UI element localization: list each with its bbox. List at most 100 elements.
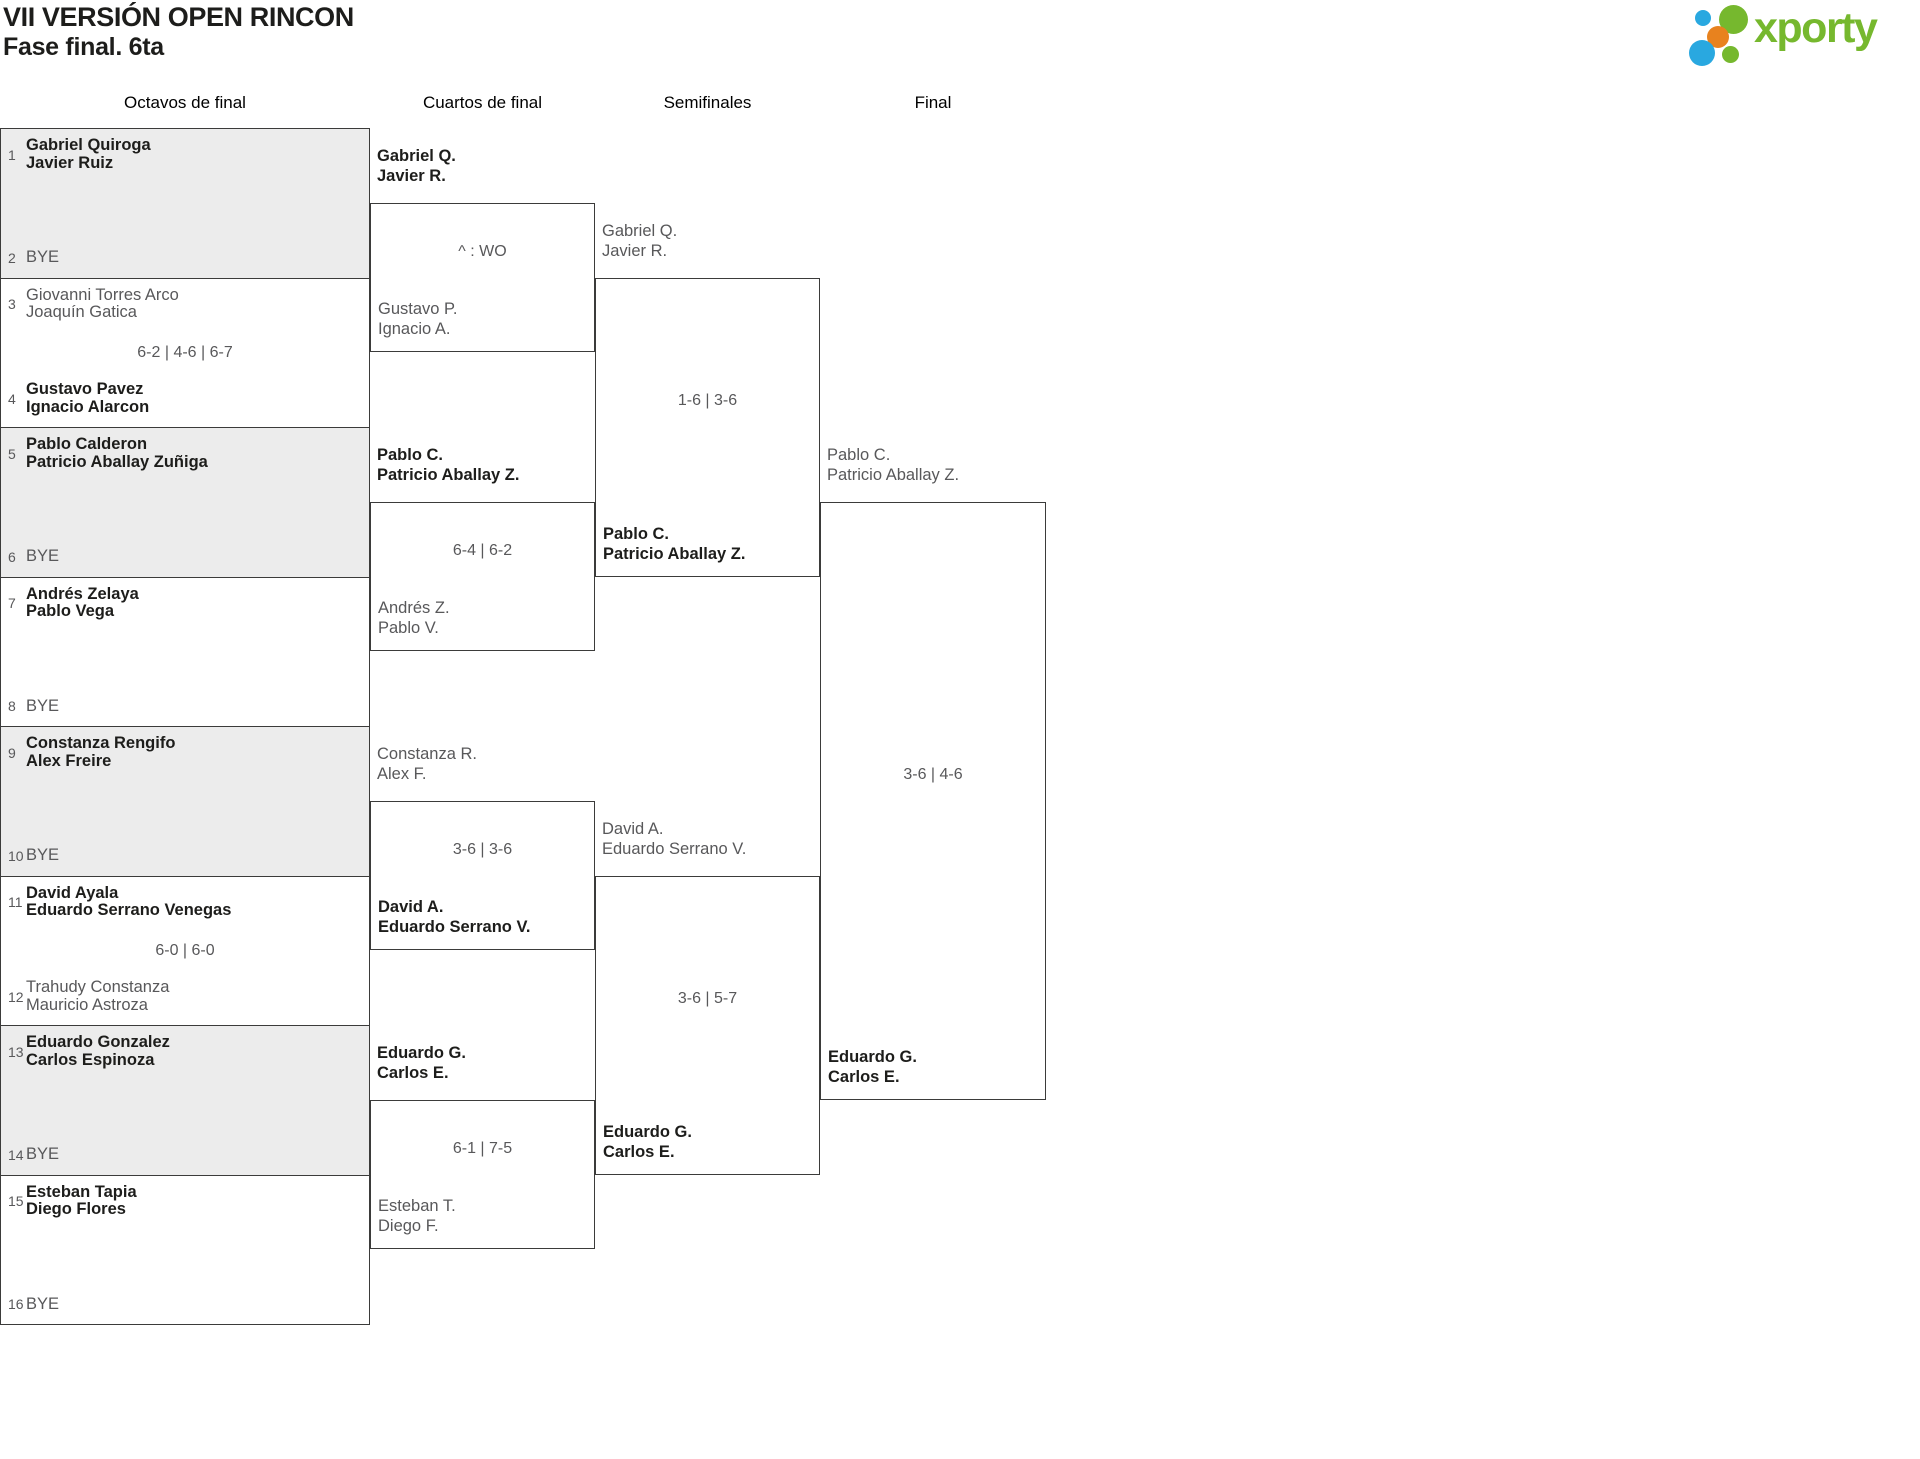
seed-number: 7 — [8, 595, 16, 611]
team: Eduardo G.Carlos E. — [828, 1047, 1045, 1087]
team-name: BYE — [26, 1294, 60, 1313]
team-name: Mauricio Astroza — [26, 995, 148, 1014]
team-name: David Ayala — [26, 883, 119, 902]
logo-dot-icon — [1707, 26, 1729, 48]
team: BYE — [26, 846, 60, 865]
team-name: BYE — [26, 696, 60, 715]
seed-number: 12 — [8, 988, 24, 1005]
team-name: Pablo Vega — [26, 602, 115, 620]
score-area: 3-6 | 4-6 — [821, 503, 1045, 1047]
team: Pablo C.Patricio Aballay Z. — [603, 524, 819, 564]
match-score: 3-6 | 5-7 — [677, 990, 738, 1007]
logo-dot-icon — [1722, 46, 1739, 63]
team-name: Alex F. — [377, 764, 427, 783]
team-name: David A. — [378, 898, 444, 917]
team-name: Javier R. — [377, 166, 446, 185]
team-name: Eduardo G. — [603, 1122, 692, 1141]
team-name: David A. — [602, 819, 664, 838]
score-area: 3-6 | 3-6 — [371, 802, 594, 898]
score-area: 3-6 | 5-7 — [596, 877, 819, 1122]
team-name: Eduardo Serrano V. — [378, 918, 531, 937]
cuartos-match-1: ^ : WO Gustavo P.Ignacio A. — [370, 202, 595, 353]
team-name: Pablo C. — [603, 524, 670, 543]
team-name: Carlos E. — [603, 1142, 675, 1161]
seed-number: 11 — [8, 894, 23, 910]
team-name: Diego F. — [378, 1217, 439, 1236]
team: BYE — [26, 547, 60, 566]
logo-dot-icon — [1695, 10, 1711, 26]
team-name: Patricio Aballay Z. — [603, 544, 746, 563]
team-name: Esteban T. — [378, 1197, 456, 1216]
team-name: Eduardo Serrano Venegas — [26, 901, 232, 919]
team-name: Gabriel Q. — [377, 146, 456, 165]
seed-number: 15 — [8, 1193, 24, 1209]
page-subtitle: Fase final. 6ta — [3, 33, 164, 61]
match-score: ^ : WO — [458, 242, 507, 260]
team-name: Gustavo P. — [378, 300, 458, 319]
team: BYE — [26, 248, 59, 267]
score-area: ^ : WO — [371, 204, 594, 300]
seed-number: 6 — [8, 548, 16, 565]
team: Gustavo P.Ignacio A. — [378, 299, 594, 339]
team: David A.Eduardo Serrano V. — [602, 819, 746, 859]
team-name: Gustavo Pavez — [26, 380, 144, 398]
team-name: BYE — [26, 547, 60, 565]
score-area: 6-4 | 6-2 — [371, 503, 594, 599]
team-name: Javier R. — [602, 241, 668, 260]
team: BYE — [26, 1294, 60, 1314]
team-name: Gabriel Q. — [602, 221, 678, 240]
team-name: Constanza Rengifo — [26, 734, 176, 752]
team-name: Ignacio Alarcon — [26, 397, 150, 416]
team-name: Diego Flores — [26, 1200, 126, 1218]
team: Pablo C.Patricio Aballay Z. — [377, 445, 519, 485]
page-header: VII VERSIÓN OPEN RINCON Fase final. 6ta — [3, 1, 354, 62]
seed-number: 10 — [8, 847, 24, 864]
team: Eduardo G.Carlos E. — [377, 1043, 466, 1083]
seed-number: 4 — [8, 390, 16, 407]
team-row: 6 BYE — [8, 547, 363, 566]
team: Andrés Z.Pablo V. — [378, 598, 594, 638]
team-name: Trahudy Constanza — [26, 978, 170, 996]
seed-number: 14 — [8, 1146, 24, 1163]
team: BYE — [26, 696, 60, 716]
team-name: BYE — [26, 846, 60, 864]
team-name: Eduardo Gonzalez — [26, 1033, 170, 1051]
team-name: Constanza R. — [377, 744, 477, 763]
team-name: Eduardo G. — [377, 1043, 466, 1062]
seed-number: 13 — [8, 1043, 24, 1060]
team-name: Eduardo Serrano V. — [602, 839, 747, 858]
team-name: Carlos E. — [377, 1063, 449, 1082]
team-name: Eduardo G. — [828, 1047, 917, 1066]
match-score: 3-6 | 3-6 — [452, 840, 513, 858]
team: Esteban T.Diego F. — [378, 1196, 594, 1236]
xporty-logo[interactable]: xporty — [1680, 0, 1918, 75]
column-header-semifinales: Semifinales — [663, 93, 752, 112]
